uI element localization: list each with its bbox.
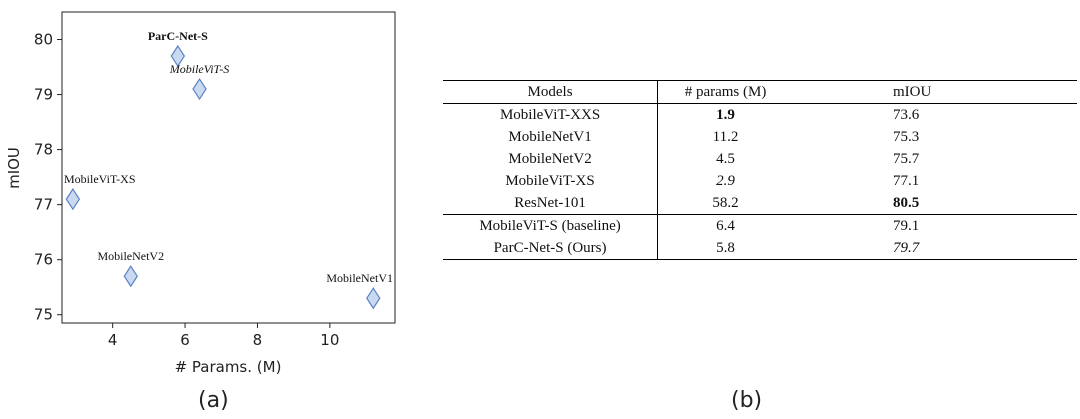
cell-model: MobileNetV2 <box>443 148 659 170</box>
cell-params-text: 1.9 <box>716 107 735 123</box>
scatter-chart: 4 6 8 10 75 76 77 78 79 80 ParC-Net-S MobileViT-S… <box>5 11 396 376</box>
cell-params: 1.9 <box>658 104 793 127</box>
x-axis-label: # Params. (M) <box>175 358 282 376</box>
data-points: ParC-Net-S MobileViT-S MobileViT-XS MobileN… <box>64 29 393 310</box>
cell-miou: 79.7 <box>792 237 1077 260</box>
results-table: Models # params (M) mIOU MobileViT-XXS 1.… <box>443 80 1077 260</box>
x-tick-label: 4 <box>108 331 118 349</box>
data-point-marker <box>192 77 207 101</box>
cell-model: ResNet-101 <box>443 192 659 215</box>
plot-frame <box>61 11 396 324</box>
cell-miou: 73.6 <box>793 104 1077 127</box>
table-row: ResNet-101 58.2 80.5 <box>443 192 1077 215</box>
cell-miou-text: 79.7 <box>892 240 920 256</box>
cell-miou: 77.1 <box>793 170 1077 192</box>
cell-params-text: 2.9 <box>716 173 735 189</box>
cell-params: 4.5 <box>658 148 793 170</box>
cell-model-text: MobileViT-XS <box>505 173 595 189</box>
cell-params-text: 6.4 <box>716 218 735 234</box>
cell-miou: 80.5 <box>793 192 1077 215</box>
cell-model: MobileNetV1 <box>443 126 659 148</box>
cell-miou: 75.7 <box>793 148 1077 170</box>
y-tick-label: 79 <box>34 86 53 104</box>
cell-params-text: 11.2 <box>712 129 739 145</box>
caption-a: (a) <box>198 388 229 413</box>
y-axis-label: mIOU <box>5 147 23 189</box>
cell-model: MobileViT-S (baseline) <box>443 214 659 237</box>
data-point-marker <box>123 265 138 288</box>
cell-model-text: ParC-Net-S (Ours) <box>493 240 607 256</box>
y-axis-ticks: 75 76 77 78 79 80 <box>34 31 62 324</box>
cell-model: MobileViT-XXS <box>443 103 659 126</box>
cell-params: 11.2 <box>658 126 793 148</box>
table-row: MobileNetV1 11.2 75.3 <box>443 126 1077 148</box>
cell-miou-text: 73.6 <box>892 107 920 123</box>
header-params: # params (M) <box>657 80 793 104</box>
caption-b: (b) <box>731 388 763 413</box>
data-point-label: MobileNetV1 <box>326 271 393 285</box>
y-tick-label: 77 <box>34 196 53 214</box>
header-models: Models <box>443 80 659 104</box>
data-point-label: MobileNetV2 <box>97 249 164 263</box>
cell-miou-text: 77.1 <box>892 173 920 189</box>
cell-miou-text: 75.3 <box>892 129 920 145</box>
x-tick-label: 10 <box>320 331 339 349</box>
y-tick-label: 75 <box>34 306 53 324</box>
table-header-row: Models # params (M) mIOU <box>443 80 1077 104</box>
y-tick-label: 78 <box>34 141 53 159</box>
cell-miou-text: 75.7 <box>892 151 920 167</box>
table-row: MobileViT-XS 2.9 77.1 <box>443 170 1077 192</box>
data-point-label: MobileViT-S <box>169 62 230 76</box>
cell-model-text: MobileViT-S (baseline) <box>479 218 621 234</box>
cell-model: MobileViT-XS <box>443 170 659 192</box>
cell-model-text: MobileNetV1 <box>508 129 592 145</box>
cell-model-text: MobileViT-XXS <box>499 107 601 123</box>
y-tick-label: 80 <box>34 31 53 49</box>
cell-model: ParC-Net-S (Ours) <box>443 237 659 260</box>
y-tick-label: 76 <box>34 251 53 269</box>
data-point-label: ParC-Net-S <box>148 29 208 43</box>
results-table-container: Models # params (M) mIOU MobileViT-XXS 1.… <box>443 80 1077 260</box>
cell-params-text: 5.8 <box>716 240 735 256</box>
cell-params-text: 4.5 <box>716 151 735 167</box>
table-row: MobileNetV2 4.5 75.7 <box>443 148 1077 170</box>
cell-miou-text: 80.5 <box>892 195 920 211</box>
cell-miou: 75.3 <box>793 126 1077 148</box>
data-point-marker <box>170 44 186 68</box>
cell-params: 5.8 <box>657 237 793 260</box>
cell-miou: 79.1 <box>792 214 1077 237</box>
data-point-marker <box>65 188 81 211</box>
cell-params: 2.9 <box>658 170 793 192</box>
cell-params-text: 58.2 <box>712 195 739 211</box>
data-point-marker <box>366 287 381 310</box>
table-row: ParC-Net-S (Ours) 5.8 79.7 <box>443 237 1077 260</box>
cell-params: 6.4 <box>657 214 793 237</box>
cell-model-text: ResNet-101 <box>514 195 586 211</box>
data-point-label: MobileViT-XS <box>64 172 136 186</box>
x-tick-label: 6 <box>180 331 190 349</box>
table-row: MobileViT-XXS 1.9 73.6 <box>443 103 1077 127</box>
x-tick-label: 8 <box>253 331 263 349</box>
header-miou: mIOU <box>792 80 1077 104</box>
cell-model-text: MobileNetV2 <box>508 151 592 167</box>
cell-miou-text: 79.1 <box>892 218 920 234</box>
x-axis-ticks: 4 6 8 10 <box>108 323 339 349</box>
cell-params: 58.2 <box>658 192 793 215</box>
table-row: MobileViT-S (baseline) 6.4 79.1 <box>443 214 1077 237</box>
